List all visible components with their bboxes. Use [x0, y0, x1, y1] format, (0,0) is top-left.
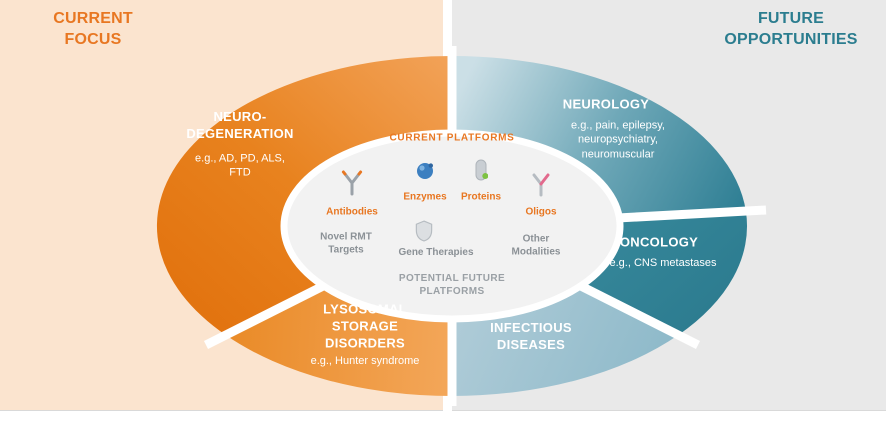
segment-neurology — [452, 56, 746, 218]
enzymes-label: Enzymes — [403, 191, 447, 203]
oligos-label: Oligos — [525, 206, 557, 218]
oligo-icon — [530, 171, 552, 197]
novel-rmt-targets-label: Novel RMT Targets — [320, 231, 372, 256]
oncology-desc: e.g., CNS metastases — [609, 256, 717, 269]
future-opportunities-header: FUTURE OPPORTUNITIES — [724, 10, 858, 48]
protein-icon — [474, 159, 489, 181]
neurology-title: NEUROLOGY — [562, 96, 650, 112]
neurodegeneration-desc: e.g., AD, PD, ALS, FTD — [195, 152, 285, 179]
current-platforms-label: CURRENT PLATFORMS — [389, 132, 515, 144]
proteins-label: Proteins — [460, 191, 502, 203]
antibody-icon — [341, 170, 363, 196]
lysosomal-title: LYSOSOMAL STORAGE DISORDERS — [323, 301, 407, 351]
segment-neurodegeneration — [156, 55, 452, 336]
antibodies-label: Antibodies — [326, 206, 378, 218]
segment-lysosomal-storage-disorders — [226, 285, 452, 396]
gene-therapies-label: Gene Therapies — [398, 246, 474, 258]
segment-infectious-diseases — [452, 285, 678, 396]
neurodegeneration-title: NEURO- DEGENERATION — [186, 109, 294, 141]
shield-icon — [415, 220, 433, 242]
oncology-title: ONCOLOGY — [619, 234, 699, 250]
neurology-desc: e.g., pain, epilepsy, neuropsychiatry, n… — [571, 119, 665, 161]
lysosomal-desc: e.g., Hunter syndrome — [310, 354, 420, 367]
potential-future-platforms-label: POTENTIAL FUTURE PLATFORMS — [398, 273, 506, 297]
enzyme-icon — [415, 161, 435, 181]
current-focus-header: CURRENT FOCUS — [53, 10, 133, 48]
other-modalities-label: Other Modalities — [511, 233, 561, 258]
infectious-diseases-title: INFECTIOUS DISEASES — [490, 320, 572, 352]
